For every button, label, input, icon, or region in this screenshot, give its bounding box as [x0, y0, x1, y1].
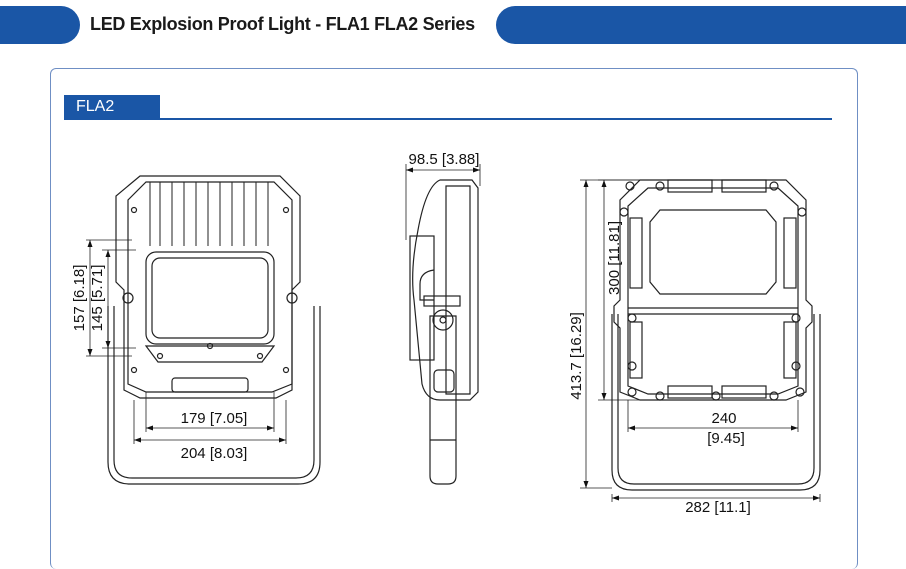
front-height-outer-label: 157 [6.18]: [71, 265, 88, 332]
technical-drawing: 157 [6.18] 145 [5.71] 179 [7.05] 204 [8.…: [71, 151, 821, 516]
section-rule: [64, 118, 832, 120]
side-depth-label: 98.5 [3.88]: [409, 151, 480, 168]
section-tag: FLA2: [64, 95, 160, 119]
header-left-bar: [0, 6, 80, 44]
back-dimension-lines: [580, 179, 821, 502]
front-width-inner-label: 179 [7.05]: [181, 410, 248, 427]
header-right-bar: [496, 6, 906, 44]
content-panel: [50, 68, 858, 569]
back-width-body-in-label: [9.45]: [707, 430, 745, 447]
back-height-body-label: 300 [11.81]: [606, 221, 623, 295]
back-width-total-label: 282 [11.1]: [685, 499, 751, 516]
side-view: [409, 179, 479, 485]
page-title: LED Explosion Proof Light - FLA1 FLA2 Se…: [90, 14, 475, 34]
back-height-total-label: 413.7 [16.29]: [568, 312, 585, 400]
dimension-arrowheads: [87, 167, 820, 501]
front-dimension-lines: [86, 239, 287, 444]
front-height-inner-label: 145 [5.71]: [89, 265, 106, 332]
front-view: [107, 175, 321, 485]
front-width-outer-label: 204 [8.03]: [181, 445, 248, 462]
back-view: [611, 179, 821, 491]
side-dimension-lines: [405, 164, 481, 240]
back-width-body-mm-label: 240: [711, 410, 736, 427]
